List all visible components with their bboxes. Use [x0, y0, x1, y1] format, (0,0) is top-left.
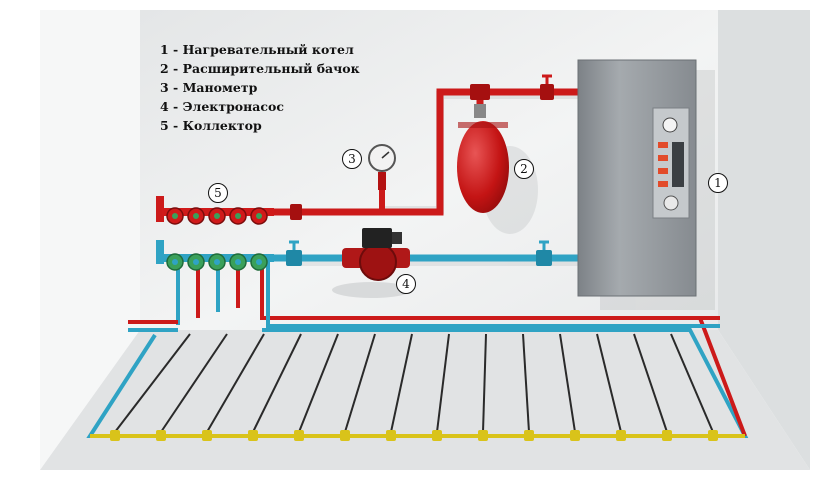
legend: 1 - Нагревательный котел 2 - Расширитель… [160, 40, 360, 135]
coil-run [522, 333, 530, 433]
callout-boiler: 1 [708, 173, 728, 193]
manifold-supply-valve [214, 213, 220, 219]
callout-gauge: 3 [342, 149, 362, 169]
pressure-gauge-icon [368, 144, 396, 190]
circulation-pump-icon [332, 228, 412, 298]
manifold-supply-valve [235, 213, 241, 219]
manifold-return-valve [214, 259, 220, 265]
manifold-icon [162, 207, 274, 271]
coil-run [633, 333, 668, 433]
coil-run [559, 333, 576, 433]
manifold-feed-pipes [128, 258, 720, 332]
coil-run [298, 333, 339, 433]
coil-run [482, 333, 487, 433]
coil-run [344, 333, 376, 433]
manifold-supply-valve [172, 213, 178, 219]
floor-heating-coil [86, 316, 749, 441]
legend-item-pump: 4 - Электронасос [160, 99, 284, 114]
legend-item-gauge: 3 - Манометр [160, 80, 258, 95]
legend-item-manifold: 5 - Коллектор [160, 118, 262, 133]
coil-run [160, 333, 228, 433]
callout-manifold: 5 [208, 183, 228, 203]
manifold-return-valve [235, 259, 241, 265]
callout-tank: 2 [514, 159, 534, 179]
supply-pipe [156, 74, 585, 222]
coil-run [436, 333, 450, 433]
manifold-return-valve [172, 259, 178, 265]
coil-run [252, 333, 302, 433]
legend-item-boiler: 1 - Нагревательный котел [160, 42, 354, 57]
boiler-icon [577, 59, 697, 297]
legend-item-tank: 2 - Расширительный бачок [160, 61, 360, 76]
coil-run [596, 333, 622, 433]
manifold-return-valve [256, 259, 262, 265]
coil-run [390, 333, 413, 433]
callout-pump: 4 [396, 274, 416, 294]
coil-run [670, 333, 714, 433]
manifold-supply-valve [256, 213, 262, 219]
expansion-tank-icon [457, 104, 509, 213]
coil-run [114, 333, 191, 433]
manifold-supply-valve [193, 213, 199, 219]
manifold-return-valve [193, 259, 199, 265]
coil-run [206, 333, 265, 433]
